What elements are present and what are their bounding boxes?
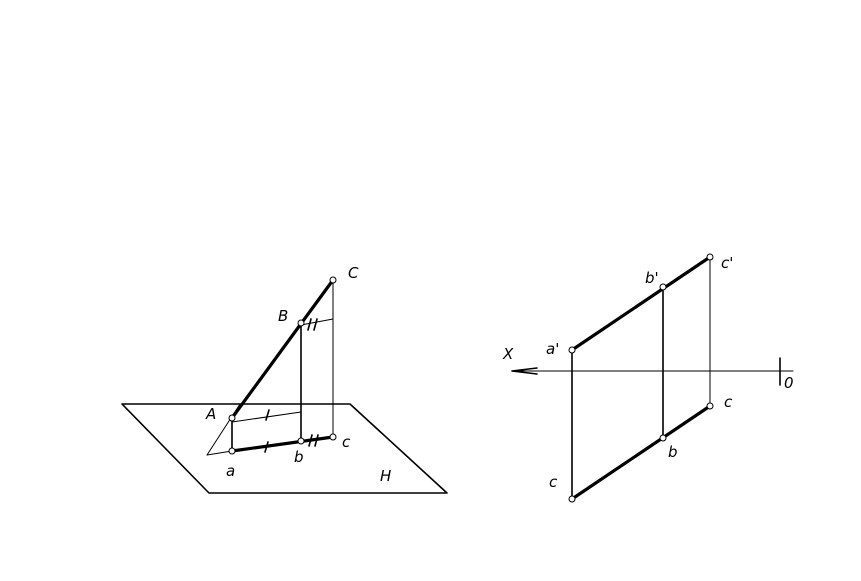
- point-a-space: [228, 414, 236, 422]
- spatial-model: A B C a b c H: [121, 264, 448, 494]
- label-a: a: [226, 462, 235, 480]
- label-c: c: [342, 433, 351, 451]
- point-b-horizontal: [659, 434, 667, 442]
- label-b-horizontal: b: [668, 443, 678, 461]
- tick-mark-single-lower: [264, 441, 269, 453]
- label-a-horizontal: c: [549, 473, 558, 491]
- tick-mark-double-upper: [307, 318, 318, 331]
- label-A: A: [205, 405, 216, 423]
- horizontal-projection-line: [570, 404, 712, 501]
- label-c-horizontal: c: [724, 393, 733, 411]
- point-c-horizontal: [706, 402, 714, 410]
- projection-line-abc: [230, 435, 335, 453]
- label-axis-x: X: [502, 345, 514, 363]
- tick-mark-double-lower: [308, 434, 319, 447]
- epure: X 0 a' b' c' c b c: [502, 253, 794, 503]
- point-a-prime: [568, 346, 576, 354]
- space-line-abc: [230, 278, 335, 420]
- label-a-prime: a': [546, 340, 559, 358]
- tick-mark-single-upper: [265, 409, 270, 421]
- label-B: B: [278, 307, 288, 325]
- axis-arrow: [511, 367, 538, 375]
- point-c-proj: [329, 433, 337, 441]
- point-b-space: [297, 319, 305, 327]
- point-c-space: [329, 276, 337, 284]
- label-plane-h: H: [380, 467, 391, 485]
- point-c-prime: [706, 253, 714, 261]
- label-c-prime: c': [721, 254, 733, 272]
- projection-line-extension: [206, 450, 233, 456]
- label-C: C: [348, 264, 359, 282]
- point-a-horizontal: [568, 495, 576, 503]
- point-b-proj: [297, 437, 305, 445]
- point-b-prime: [659, 283, 667, 291]
- plane-h: [121, 403, 448, 494]
- point-a-proj: [228, 447, 236, 455]
- label-b-prime: b': [645, 269, 659, 287]
- label-axis-origin: 0: [784, 374, 794, 392]
- frontal-projection-line: [570, 255, 712, 352]
- label-b: b: [294, 448, 304, 466]
